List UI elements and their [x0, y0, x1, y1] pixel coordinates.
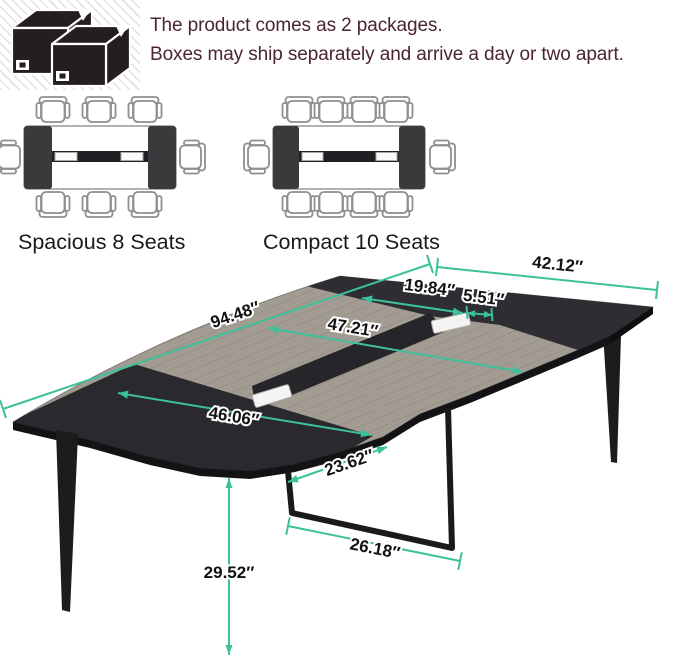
dim-label-frame-base-width: 26.18″: [348, 534, 401, 562]
table-leg-front-left: [56, 430, 78, 612]
black-end-panel-right: [306, 276, 653, 350]
grommet-icon: [54, 152, 78, 161]
grommet-icon: [301, 152, 324, 161]
table-leg-right: [603, 332, 621, 463]
cable-strip-10: [299, 151, 399, 162]
table-illustration: [11, 275, 655, 612]
shipping-notice-text: The product comes as 2 packages. Boxes m…: [150, 11, 624, 69]
shipping-banner: The product comes as 2 packages. Boxes m…: [0, 0, 679, 92]
seat-option-label-8: Spacious 8 Seats: [18, 230, 185, 254]
dimension-arrows: [0, 254, 659, 655]
cable-strip-8: [52, 151, 148, 162]
u-frame-leg: [285, 407, 455, 551]
seat-layout-8-seats: Spacious 8 Seats: [0, 96, 206, 254]
black-end-panel-left: [13, 364, 373, 471]
dim-label-end-width: 42.12″: [531, 252, 583, 276]
box-flap-notch: [78, 10, 90, 21]
boxes-icon-graphic: [10, 8, 132, 88]
shipping-notice-line2: Boxes may ship separately and arrive a d…: [150, 44, 624, 65]
seat-option-label-10: Compact 10 Seats: [263, 230, 440, 254]
shipping-notice-line1: The product comes as 2 packages.: [150, 15, 443, 36]
grommet-cover-right: [430, 312, 472, 334]
dim-label-table-height: 29.52″: [204, 563, 255, 582]
grommet-icon: [375, 152, 398, 161]
shipping-boxes-icon: [0, 0, 140, 90]
tabletop-end-edge: [610, 307, 653, 344]
grommet-icon: [120, 152, 144, 161]
cable-channel-strip: [252, 313, 446, 410]
seat-layout-10-seats: Compact 10 Seats: [243, 96, 456, 254]
grommet-cover-left: [251, 384, 293, 408]
